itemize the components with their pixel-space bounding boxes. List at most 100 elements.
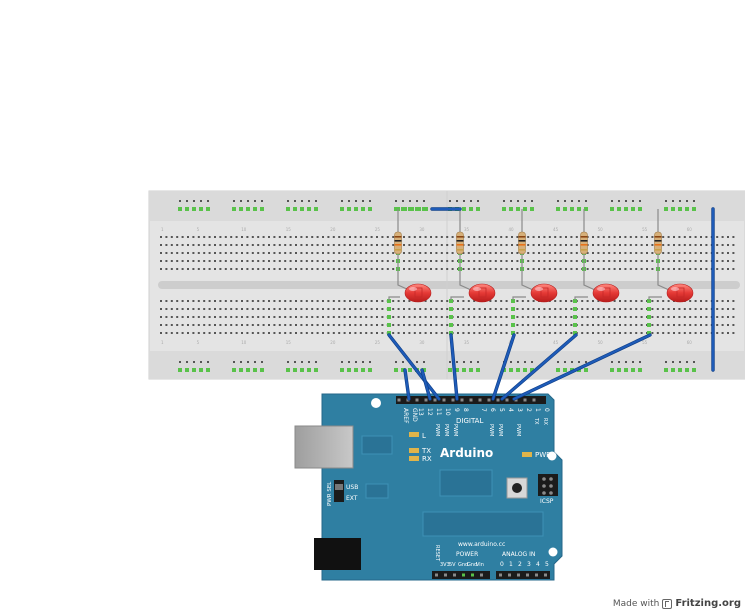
connected-hole (664, 368, 668, 372)
connected-hole (511, 299, 515, 303)
connected-hole (511, 307, 515, 311)
connected-hole (368, 207, 372, 211)
reset-label: RESET (434, 545, 440, 562)
wire-led5-to-pin (512, 333, 652, 401)
connected-hole (664, 207, 668, 211)
connected-hole (556, 368, 560, 372)
connected-hole (449, 299, 453, 303)
microcontroller-outline (422, 511, 544, 537)
connected-hole (462, 368, 466, 372)
connected-hole (449, 323, 453, 327)
connected-hole (448, 368, 452, 372)
connected-hole (563, 368, 567, 372)
connected-hole (610, 368, 614, 372)
jumper-cap (335, 484, 343, 490)
connected-hole (361, 368, 365, 372)
connected-hole (387, 323, 391, 327)
resistor (394, 231, 402, 255)
connected-hole (253, 207, 257, 211)
column-number-top: 45 (553, 227, 559, 232)
column-number-top: 15 (286, 227, 292, 232)
connected-hole (692, 207, 696, 211)
tx-pin-label: TX (533, 417, 539, 425)
connected-hole (449, 307, 453, 311)
column-number-top: 20 (330, 227, 336, 232)
connected-hole (307, 207, 311, 211)
connected-hole (347, 368, 351, 372)
connected-hole (246, 207, 250, 211)
connected-hole (178, 207, 182, 211)
connected-hole (671, 368, 675, 372)
l-led (409, 432, 419, 437)
connected-hole (286, 207, 290, 211)
connected-hole (307, 368, 311, 372)
led-channel-3 (512, 209, 558, 303)
connected-hole (314, 207, 318, 211)
breadboard-holes (160, 200, 735, 371)
pwm-label-6: PWM (488, 424, 494, 436)
column-number-top: 30 (419, 227, 425, 232)
red-led (666, 283, 694, 303)
connected-hole (199, 368, 203, 372)
led-channel-4 (574, 209, 620, 303)
connected-hole (293, 207, 297, 211)
connected-hole (573, 315, 577, 319)
connected-hole (469, 368, 473, 372)
connected-hole (573, 299, 577, 303)
connected-hole (408, 207, 412, 211)
connected-hole (469, 207, 473, 211)
jumper-wires (387, 207, 715, 401)
power-select-jumper[interactable] (334, 480, 344, 502)
connected-hole (678, 368, 682, 372)
connected-hole (502, 207, 506, 211)
tx-led (409, 448, 419, 453)
connected-hole (624, 368, 628, 372)
wire-led4-to-pin (500, 333, 578, 401)
connected-hole (455, 368, 459, 372)
connected-hole (260, 207, 264, 211)
tx-led-label: TX (421, 447, 431, 455)
resistor (456, 231, 464, 255)
l-led-label: L (422, 432, 426, 440)
analog-pin-label: 2 (518, 561, 522, 568)
pwm-label-9: PWM (452, 424, 458, 436)
column-number-bottom: 30 (419, 340, 425, 345)
column-number-bottom: 60 (687, 340, 693, 345)
power-pin-label: 3V3 (440, 562, 450, 568)
digital-pin-label: 0 (543, 408, 550, 412)
column-number-bottom: 55 (642, 340, 648, 345)
analog-pin-label: 0 (500, 561, 504, 568)
connected-hole (347, 207, 351, 211)
red-led (468, 283, 496, 303)
digital-pin-label: 8 (462, 408, 469, 412)
connected-hole (314, 368, 318, 372)
column-number-top: 55 (642, 227, 648, 232)
column-number-top: 50 (598, 227, 604, 232)
wire-led1-to-pin (387, 333, 441, 401)
icsp-label: ICSP (540, 498, 554, 505)
connected-hole (624, 207, 628, 211)
connected-hole (253, 368, 257, 372)
connected-hole (387, 331, 391, 335)
digital-pin-label: 13 (417, 408, 424, 416)
connected-hole (511, 323, 515, 327)
reset-button-cap[interactable] (512, 483, 522, 493)
analog-label: ANALOG IN (502, 551, 535, 558)
column-number-top: 40 (508, 227, 514, 232)
connected-hole (573, 307, 577, 311)
digital-label: DIGITAL (456, 417, 483, 425)
pwr-led-label: PWR (535, 451, 551, 459)
connected-hole (340, 368, 344, 372)
column-number-top: 5 (197, 227, 200, 232)
led-channel-1 (388, 209, 432, 303)
connected-hole (178, 368, 182, 372)
column-number-bottom: 10 (241, 340, 247, 345)
mount-hole-right-upper (547, 451, 557, 461)
resistor (580, 231, 588, 255)
connected-hole (185, 368, 189, 372)
red-led (592, 283, 620, 303)
connected-hole (401, 207, 405, 211)
